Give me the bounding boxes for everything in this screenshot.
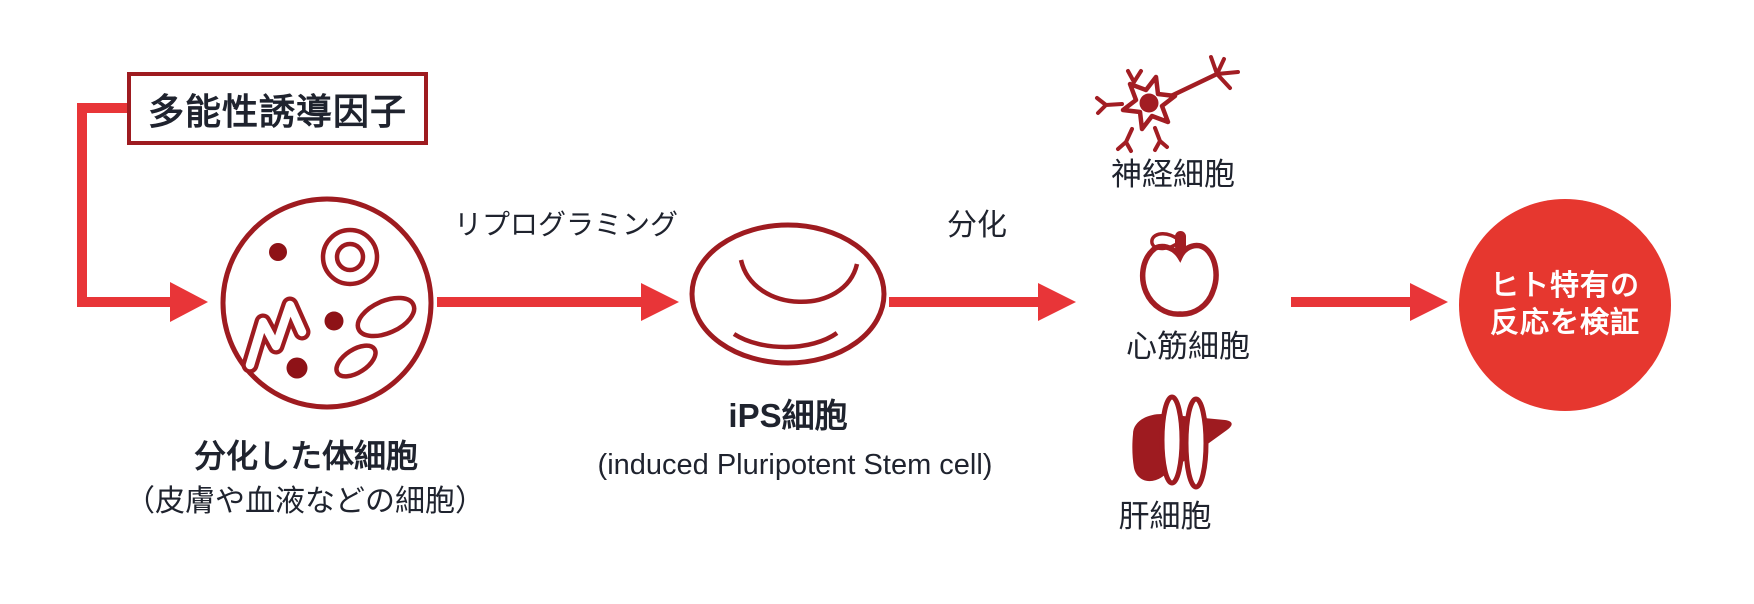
neuron-icon [1095,55,1240,153]
result-text-line1: ヒト特有の [1489,269,1641,302]
result-circle [1459,199,1671,411]
heart-icon [1139,231,1219,317]
pluripotency-factor-label: 多能性誘導因子 [147,90,407,132]
reprogramming-label: リプログラミング [453,209,679,240]
liver-icon [1132,394,1232,490]
factor-connector-arrow [77,103,208,322]
ips-cell-subtitle: (induced Pluripotent Stem cell) [597,449,993,481]
liver-cell-label: 肝細胞 [1118,499,1212,534]
somatic-cell-illustration [220,196,434,410]
differentiation-arrow [889,283,1076,321]
result-circle-text: ヒト特有の 反応を検証 [1490,268,1640,342]
result-arrow [1291,283,1448,321]
reprogramming-arrow [437,283,679,321]
nerve-cell-label: 神経細胞 [1111,157,1235,192]
result-text-line2: 反応を検証 [1489,307,1641,339]
differentiation-label: 分化 [947,209,1007,242]
somatic-cell-title: 分化した体細胞 [193,438,419,474]
somatic-cell-subtitle: （皮膚や血液などの細胞） [125,485,485,518]
pluripotency-factor-box: 多能性誘導因子 [127,72,428,145]
cardiac-cell-label: 心筋細胞 [1126,329,1250,364]
ips-cell-illustration [689,222,887,366]
ips-cell-title: iPS細胞 [728,397,848,434]
